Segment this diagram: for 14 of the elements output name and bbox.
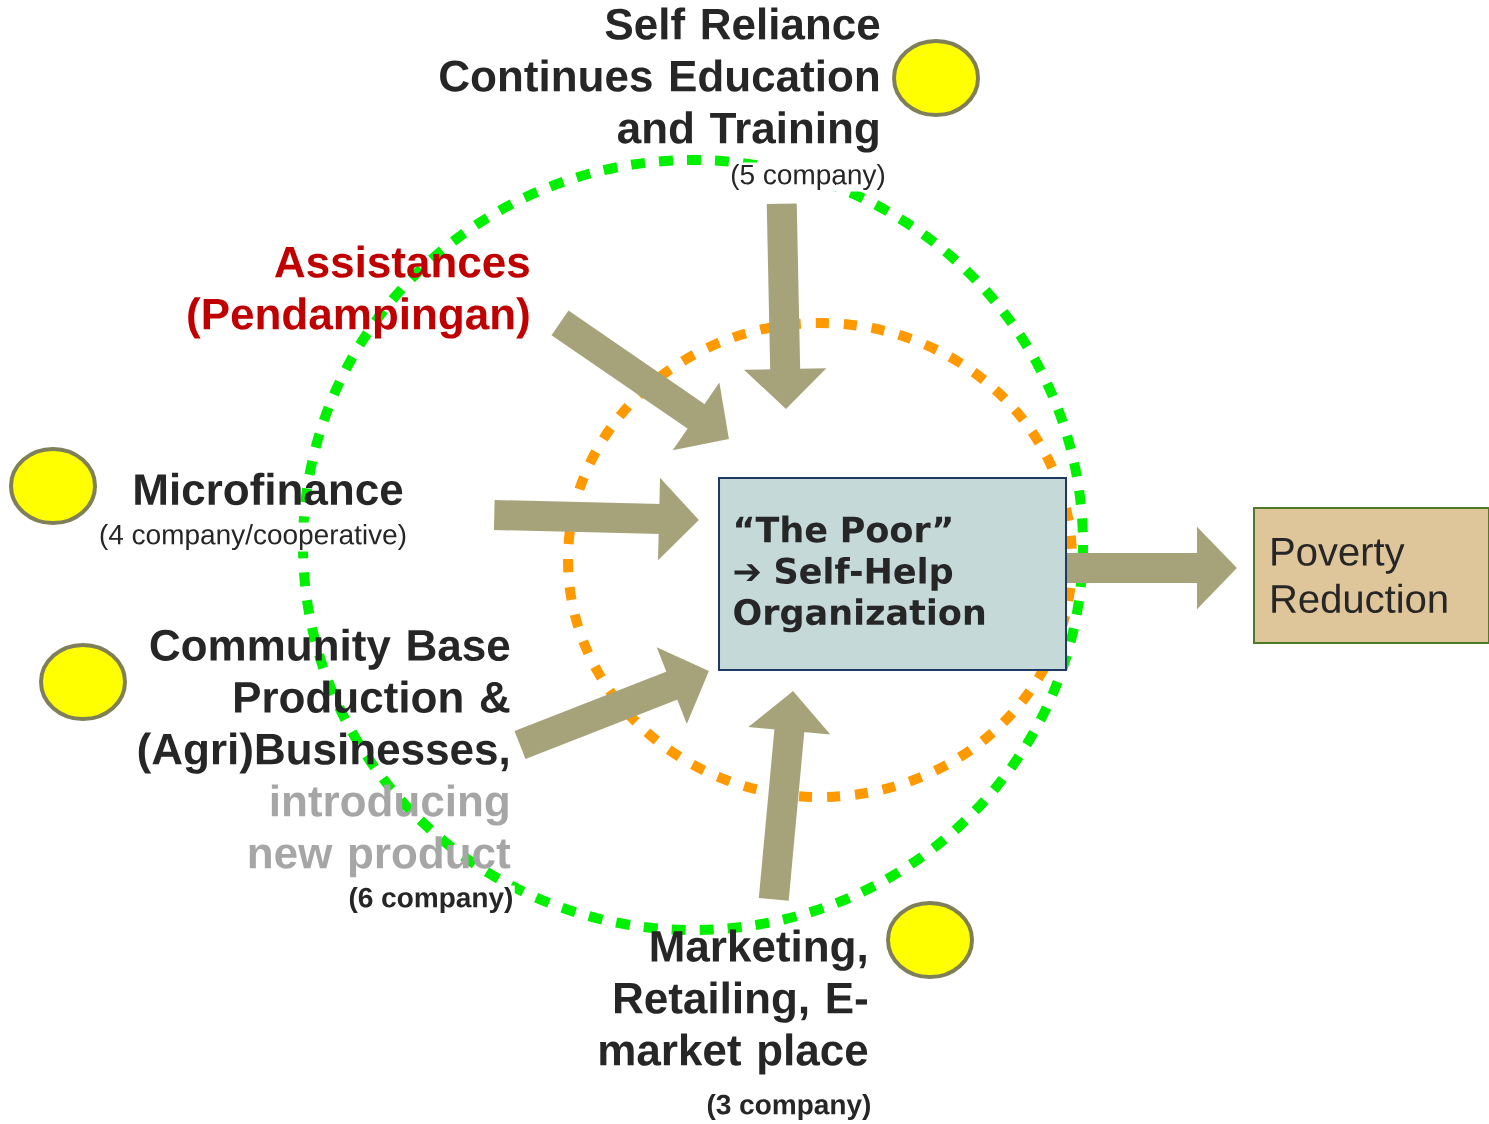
circle-marker [9,447,97,525]
circle-marker [886,901,974,979]
label-text: Assistances (Pendampingan) [188,245,529,339]
label-text: Marketing, Retailing, E-market place [600,929,868,1075]
process-box: “The Poor” ➔ Self-Help Organization [718,477,1067,671]
process-box: Poverty Reduction [1253,507,1489,644]
count-note: (4 company/cooperative) [97,522,409,552]
count-note: (3 company) [705,1092,873,1122]
label-text: Microfinance [135,472,403,506]
circle-marker [39,643,127,721]
count-note: (5 company) [728,162,888,192]
circle-marker [892,39,980,117]
label-text: Self Reliance Continues Education and Training [440,7,880,153]
count-note: (6 company) [347,885,515,915]
